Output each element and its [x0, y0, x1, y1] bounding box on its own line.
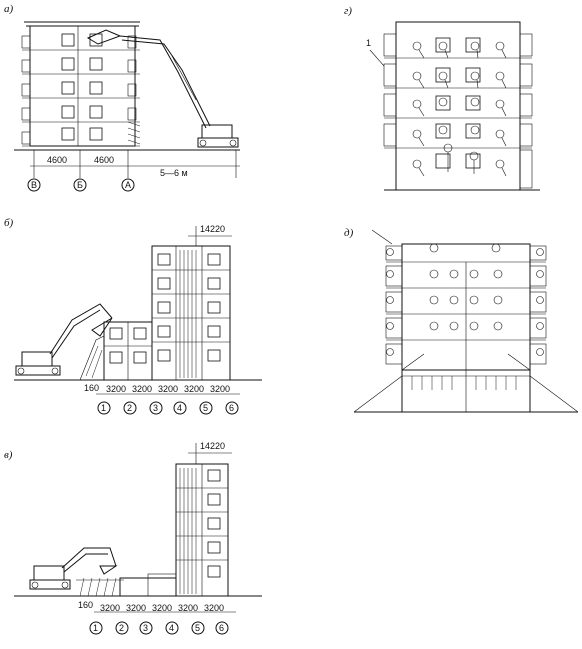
panel-v-excavator [29, 547, 118, 590]
panel-a-dimension-lines [30, 150, 240, 178]
panel-g-arrows [418, 49, 507, 177]
panel-a-debris [127, 121, 141, 145]
panel-b-span-3: 3200 [158, 384, 178, 394]
panel-v-label: в) [4, 449, 13, 461]
panel-b-axis-1: 1 [101, 403, 106, 413]
panel-b-debris [79, 335, 105, 381]
panel-b-excavator [15, 303, 113, 376]
panel-b-axis-5: 5 [203, 403, 208, 413]
panel-v-axis-bubbles [89, 621, 229, 635]
panel-v-span-1: 3200 [100, 603, 120, 613]
panel-v-windows [207, 469, 221, 578]
panel-b-label: б) [4, 217, 14, 229]
panel-d-scaffold-hatch [411, 376, 517, 390]
panel-v: в) 14220 [4, 441, 262, 635]
panel-b: б) 14220 [4, 217, 262, 415]
panel-b-axis-2: 2 [127, 403, 132, 413]
panel-d-base [353, 353, 579, 413]
panel-v-stairwell-hatch [179, 468, 197, 594]
panel-g-callout: 1 [366, 38, 371, 48]
panel-b-windows [109, 253, 221, 364]
panel-v-axis-4: 4 [169, 623, 174, 633]
panel-v-axis-2: 2 [119, 623, 124, 633]
panel-b-top-dim: 14220 [200, 224, 225, 234]
panel-a-label: а) [4, 3, 14, 15]
panel-a-axis-2: Б [77, 180, 83, 190]
panel-a-floors [22, 26, 140, 147]
panel-a-axis-3: А [125, 180, 131, 190]
panel-v-span-3: 3200 [152, 603, 172, 613]
panel-v-span-2: 3200 [126, 603, 146, 613]
panel-d-label: д) [344, 227, 354, 239]
panel-v-span-5: 3200 [204, 603, 224, 613]
panel-a-excavator [86, 29, 239, 148]
panel-a-windows [61, 33, 103, 141]
panel-b-span-2: 3200 [132, 384, 152, 394]
panel-g-sequence-markers [412, 41, 505, 169]
panel-b-left-dim: 160 [84, 383, 99, 393]
panel-a-dim-1: 4600 [47, 155, 67, 165]
panel-g: г) 1 [344, 5, 540, 191]
panel-b-span-5: 3200 [210, 384, 230, 394]
panel-v-axis-5: 5 [195, 623, 200, 633]
panel-d-sequence-markers [386, 243, 544, 356]
panel-a-axis-bubbles [27, 178, 135, 192]
panel-b-axis-bubbles [97, 401, 239, 415]
panel-a: а) [4, 3, 240, 192]
panel-g-building [395, 21, 521, 191]
panel-a-dim-3: 5—6 м [160, 168, 188, 178]
panel-v-span-4: 3200 [178, 603, 198, 613]
panel-v-left-dim: 160 [78, 600, 93, 610]
panel-b-axis-6: 6 [229, 403, 234, 413]
panel-a-dim-2: 4600 [94, 155, 114, 165]
panel-v-axis-6: 6 [219, 623, 224, 633]
panel-b-stairwell-hatch [179, 250, 197, 378]
panel-b-axis-3: 3 [153, 403, 158, 413]
panel-a-balconies [21, 35, 137, 145]
panel-b-axis-4: 4 [177, 403, 182, 413]
panel-v-debris [76, 577, 124, 597]
panel-b-span-4: 3200 [184, 384, 204, 394]
panel-a-axis-1: В [31, 180, 37, 190]
panel-b-span-1: 3200 [106, 384, 126, 394]
panel-v-axis-3: 3 [143, 623, 148, 633]
panel-v-top-dim: 14220 [200, 441, 225, 451]
panel-g-windows [435, 37, 481, 169]
panel-v-axis-1: 1 [93, 623, 98, 633]
panel-a-building [29, 25, 136, 147]
panel-d: д) [344, 227, 579, 413]
panel-g-label: г) [344, 5, 352, 17]
